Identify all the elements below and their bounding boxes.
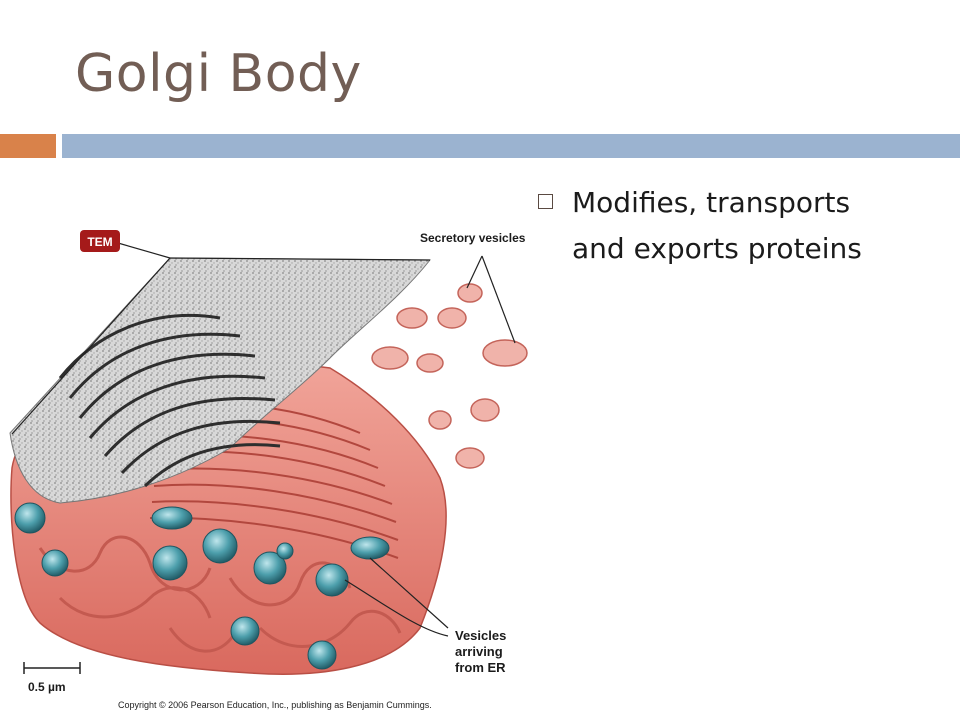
tubular-network	[38, 535, 402, 653]
golgi-illustration: TEM Secretory vesicles Vesicles arriving…	[0, 218, 560, 718]
copyright-notice: Copyright © 2006 Pearson Education, Inc.…	[118, 700, 432, 710]
vesicles-label-line-1: Vesicles	[455, 628, 506, 643]
title-accent-bar-orange	[0, 134, 56, 158]
title-accent-bar-blue	[62, 134, 960, 158]
vesicles-label-line-3: from ER	[455, 660, 506, 675]
bullet-line-1: Modifies, transports	[572, 186, 851, 219]
bullet-line-2: and exports proteins	[572, 232, 862, 265]
tem-badge	[80, 230, 120, 252]
tem-leader-lines	[11, 242, 431, 435]
tem-membrane-stacks	[58, 314, 281, 488]
secretory-leader-lines	[466, 255, 516, 344]
golgi-diagram: TEM Secretory vesicles Vesicles arriving…	[9, 230, 528, 694]
scale-label: 0.5 µm	[28, 680, 66, 694]
slide-title: Golgi Body	[75, 44, 362, 104]
vesicles-label-line-2: arriving	[455, 644, 503, 659]
bullet-item: Modifies, transports and exports protein…	[572, 180, 862, 272]
er-leader-lines	[344, 557, 449, 637]
square-bullet-icon	[538, 194, 553, 209]
secretory-vesicles	[371, 283, 528, 469]
er-vesicles	[14, 502, 390, 670]
tem-label: TEM	[87, 235, 112, 249]
secretory-vesicles-label: Secretory vesicles	[420, 231, 526, 245]
scale-bar	[23, 662, 81, 674]
